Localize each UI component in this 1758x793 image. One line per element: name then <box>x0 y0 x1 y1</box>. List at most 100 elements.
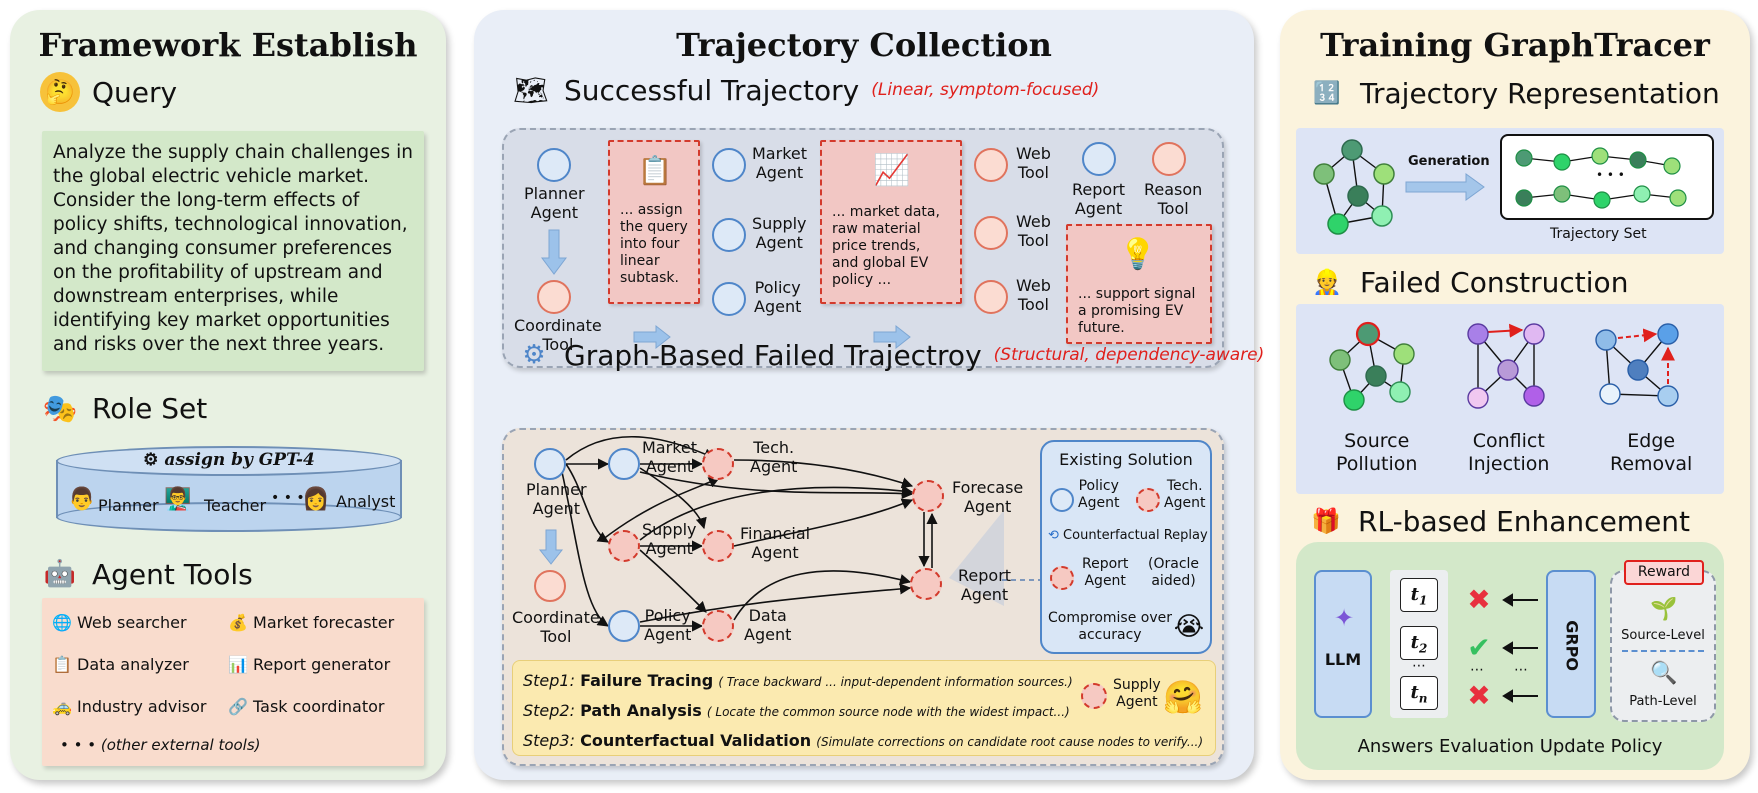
web-tool-label-2: Tool <box>1017 295 1049 315</box>
steps-box: Step1: Failure Tracing ( Trace backward … <box>512 660 1216 756</box>
step-supply-label-2: Agent <box>1116 693 1158 710</box>
tool-industry-advisor-label: Industry advisor <box>77 697 207 716</box>
g-report-label-2: Agent <box>960 585 1009 605</box>
rl-box: ✦ LLM t1 t2 ⋯ tn ✖ ✔ ⋯ ✖ ⋯ GRPO Reward 🌱… <box>1296 542 1724 770</box>
web-tool-node <box>974 216 1008 250</box>
token-n-sub: n <box>1418 691 1428 706</box>
traj-set-ellipsis: • • • <box>1596 168 1625 182</box>
graph-heading-label: Graph-Based Failed Trajectroy <box>564 338 982 372</box>
tool-data-analyzer-label: Data analyzer <box>77 655 189 674</box>
source-pollution-graph <box>1329 321 1415 411</box>
robot-icon: 🤖 <box>43 559 77 589</box>
construction-worker-icon: 👷 <box>1312 268 1342 296</box>
training-title: Training GraphTracer <box>1320 26 1710 64</box>
g-data-label-2: Agent <box>744 625 792 645</box>
coordinate-tool-node <box>537 280 571 314</box>
lightbulb-icon: 💡 <box>1119 236 1157 272</box>
coordinate-tool-label-1: Coordinate <box>514 316 602 335</box>
tool-report-generator: 📊 Report generator <box>228 655 390 674</box>
g-coordinate-node <box>534 570 566 602</box>
web-tool-label-2: Tool <box>1017 231 1049 251</box>
g-market-label-1: Market <box>642 438 697 457</box>
token-2-var: t <box>1410 632 1419 653</box>
g-policy-label-2: Agent <box>644 625 692 645</box>
traj-set-chains <box>1515 147 1687 209</box>
tool-industry-advisor: 🚕 Industry advisor <box>52 697 207 716</box>
policy-agent-label-2: Agent <box>754 297 802 317</box>
gift-box-icon: 🎁 <box>1311 507 1341 535</box>
role-heading-label: Role Set <box>92 391 208 425</box>
failure-2-line-2: Injection <box>1468 452 1550 475</box>
g-policy-node <box>608 610 640 642</box>
assign-note-line: linear <box>620 253 660 269</box>
query-line: Consider the long-term effects of <box>53 190 360 211</box>
step-3-name: Counterfactual Validation <box>580 731 812 750</box>
g-tech-label-1: Tech. <box>753 438 795 457</box>
token-n: tn <box>1400 676 1438 710</box>
tool-web-searcher: 🌐 Web searcher <box>52 613 187 632</box>
market-agent-label-1: Market <box>752 144 807 163</box>
framework-title: Framework Establish <box>38 26 418 64</box>
failed-heading: 👷 Failed Construction <box>1306 262 1628 302</box>
planner-agent-label-2: Agent <box>530 203 578 223</box>
framework-panel: Framework Establish 🤔 Query Analyze the … <box>10 10 446 780</box>
ex-oracle-label-2: aided) <box>1151 572 1196 589</box>
step-3-label: Step3: <box>523 731 575 750</box>
token-1: t1 <box>1400 578 1438 612</box>
coordinate-tool-label-2: Tool <box>542 335 574 355</box>
query-line: identifying key market opportunities <box>53 310 390 331</box>
ex-tech-label-1: Tech. <box>1166 478 1203 494</box>
g-report-node <box>910 568 942 600</box>
report-magnifier-icon: 📈 <box>873 152 911 188</box>
cross-icon: ✖ <box>1467 678 1491 712</box>
failure-1-line-1: Source <box>1344 430 1410 452</box>
list-icon: 📋 <box>52 655 72 674</box>
g-tech-label-2: Agent <box>750 457 798 477</box>
ex-replay: ⟲ Counterfactual Replay <box>1048 528 1208 544</box>
right-arrow <box>633 324 671 350</box>
token-stack: t1 t2 ⋯ tn <box>1390 570 1448 718</box>
ex-tech-label: Tech.Agent <box>1164 478 1205 512</box>
report-agent-label-1: Report <box>1072 180 1126 199</box>
reason-tool-label-1: Reason <box>1144 180 1203 199</box>
down-arrow <box>538 529 564 565</box>
ex-report-label-2: Agent <box>1084 572 1126 589</box>
g-coordinate-label-1: Coordinate <box>512 608 600 627</box>
tool-task-coordinator: 🔗 Task coordinator <box>228 697 385 716</box>
grpo-label: GRPO <box>1562 620 1582 671</box>
analyst-avatar-icon: 👩 <box>302 486 330 512</box>
g-planner-label-1: Planner <box>526 480 587 499</box>
query-box: Analyze the supply chain challenges in t… <box>42 131 424 371</box>
g-forecase-label-2: Agent <box>963 497 1012 517</box>
support-note-line: ... support signal <box>1078 286 1196 302</box>
rl-heading: 🎁 RL-based Enhancement <box>1306 502 1690 540</box>
query-line: the global electric vehicle market. <box>53 166 369 187</box>
g-supply-label-1: Supply <box>642 520 697 539</box>
step-1-name: Failure Tracing <box>580 671 714 690</box>
g-market-label-2: Agent <box>645 457 694 477</box>
token-2: t2 <box>1400 626 1438 660</box>
success-subtitle: (Linear, symptom-focused) <box>871 80 1100 100</box>
web-tool-node <box>974 148 1008 182</box>
numbered-steps-icon: 🔢 <box>1313 80 1341 106</box>
g-supply-node <box>608 530 640 562</box>
web-tool-node <box>974 280 1008 314</box>
ex-policy-label-2: Agent <box>1078 494 1120 511</box>
query-line: policy shifts, technological innovation, <box>53 214 408 235</box>
arrow-ellipsis: ⋯ <box>1514 662 1528 678</box>
check-icon: ✔ <box>1467 630 1491 664</box>
